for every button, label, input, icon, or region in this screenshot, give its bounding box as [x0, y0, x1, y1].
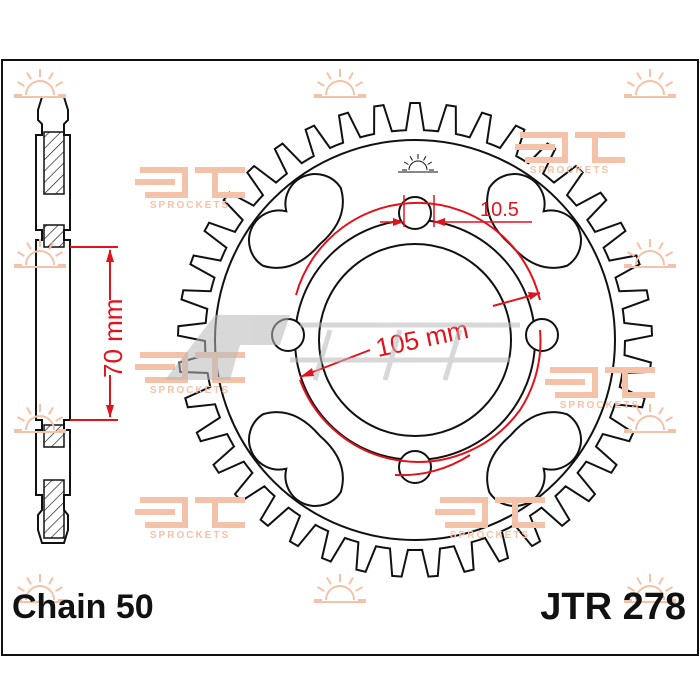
sprocket-face — [176, 102, 654, 578]
sun-logo-watermark — [624, 404, 676, 433]
bolt-hole — [398, 196, 432, 230]
lightening-slot — [248, 411, 344, 507]
bolt-hole-dimension-label: 10.5 — [480, 199, 519, 221]
sprockets-watermark-text: SPROCKETS — [150, 385, 230, 396]
sprockets-logo-watermark: SPROCKETS — [135, 167, 245, 211]
model-number-label: JTR 278 — [540, 586, 686, 628]
frame-border — [1, 59, 699, 656]
sun-logo-watermark — [14, 574, 66, 603]
hatched-section — [43, 131, 65, 195]
chain-size-label: Chain 50 — [12, 588, 154, 626]
center-bore — [318, 243, 512, 437]
sun-logo-watermark — [624, 574, 676, 603]
sun-logo-watermark — [624, 69, 676, 98]
hatched-section — [43, 479, 65, 539]
sprockets-watermark-text: SPROCKETS — [150, 530, 230, 541]
bolt-hole — [398, 450, 432, 484]
jt-logo-icon — [398, 154, 438, 173]
sprockets-logo-watermark: SPROCKETS — [545, 367, 655, 411]
lightening-slot — [248, 173, 344, 269]
watermark-layer: SPROCKETS SPROCKETS SPROCKETS SPROCKETS SPRO… — [14, 69, 676, 603]
sun-logo-watermark — [314, 574, 366, 603]
hatched-section — [43, 224, 65, 248]
sprockets-watermark-text: SPROCKETS — [530, 165, 610, 176]
sprockets-watermark-text: SPROCKETS — [450, 530, 530, 541]
side-profile — [35, 96, 71, 544]
sprockets-logo-watermark: SPROCKETS — [135, 497, 245, 541]
height-dimension-label: 70 mm — [98, 299, 128, 378]
lightening-slot — [486, 411, 582, 507]
sun-logo-watermark — [14, 404, 66, 433]
sprocket-teeth-outline — [176, 102, 654, 578]
sprockets-logo-watermark: SPROCKETS — [515, 132, 625, 176]
sprockets-watermark-text: SPROCKETS — [150, 200, 230, 211]
sun-logo-watermark — [14, 69, 66, 98]
2moto-watermark — [165, 315, 520, 381]
sun-logo-watermark — [14, 239, 66, 268]
sun-logo-watermark — [624, 239, 676, 268]
sprockets-logo-watermark: SPROCKETS — [435, 497, 545, 541]
sprockets-watermark-text: SPROCKETS — [560, 400, 640, 411]
bolt-hole — [525, 318, 559, 352]
sun-logo-watermark — [314, 69, 366, 98]
